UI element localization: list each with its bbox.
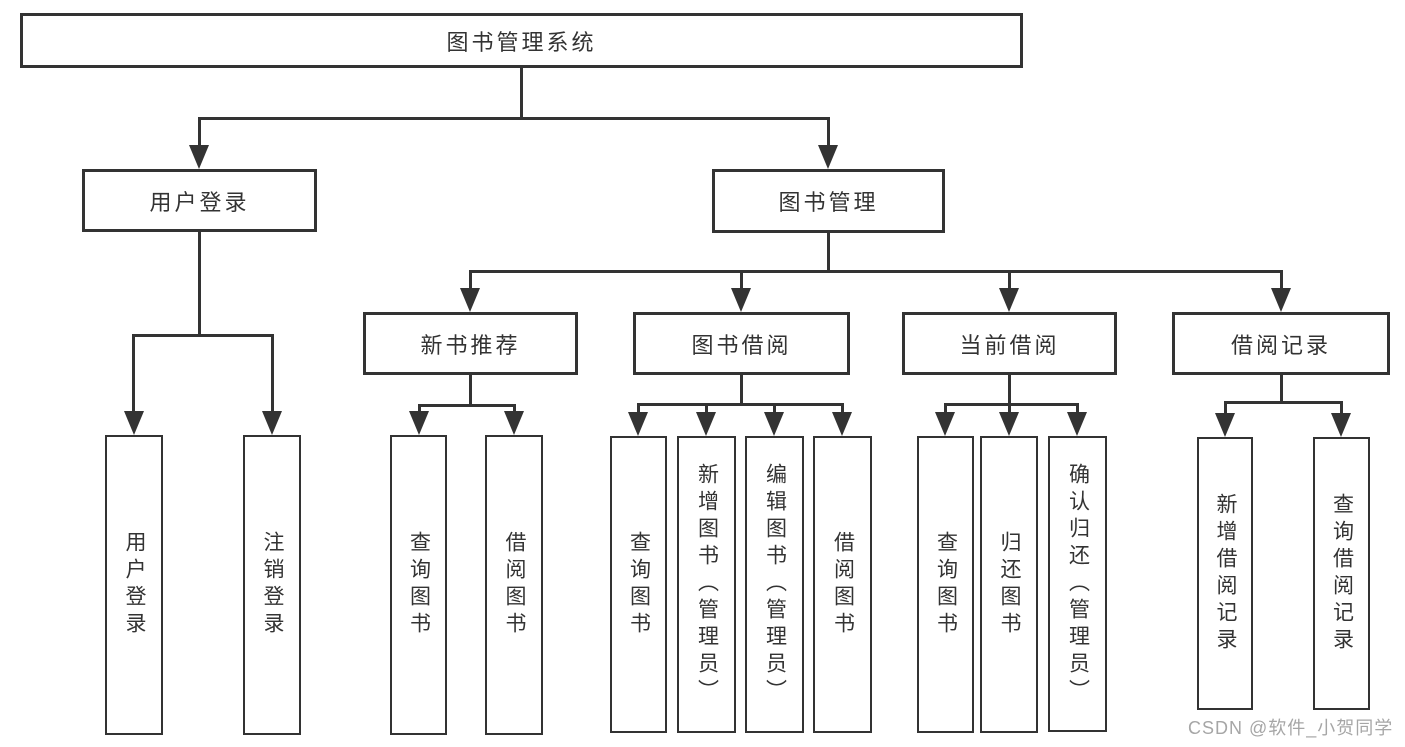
connector-line xyxy=(637,403,844,406)
leaf-user-login-label: 用户登录 xyxy=(123,531,146,639)
leaf-return-book: 归还图书 xyxy=(980,436,1038,733)
leaf-logout: 注销登录 xyxy=(243,435,301,735)
connector-line xyxy=(841,403,844,414)
node-new-books-label: 新书推荐 xyxy=(420,332,521,358)
arrow-down-icon xyxy=(1271,288,1291,312)
node-borrow-records: 借阅记录 xyxy=(1172,312,1390,375)
arrow-down-icon xyxy=(1067,412,1087,436)
node-book-mgmt: 图书管理 xyxy=(712,169,945,233)
node-book-mgmt-label: 图书管理 xyxy=(778,190,879,215)
leaf-edit-book-admin-label: 编辑图书（管理员） xyxy=(763,463,787,706)
leaf-query-books-current: 查询图书 xyxy=(917,436,974,733)
connector-line xyxy=(198,117,201,148)
leaf-logout-label: 注销登录 xyxy=(261,531,284,639)
arrow-down-icon xyxy=(818,145,838,169)
connector-line xyxy=(1340,401,1343,414)
node-book-borrowing: 图书借阅 xyxy=(633,312,850,375)
leaf-edit-book-admin: 编辑图书（管理员） xyxy=(745,436,804,733)
connector-line xyxy=(1008,375,1011,406)
connector-line xyxy=(1224,401,1227,414)
connector-line xyxy=(944,403,1079,406)
connector-line xyxy=(637,403,640,414)
arrow-down-icon xyxy=(935,412,955,436)
connector-line xyxy=(1076,403,1079,414)
arrow-down-icon xyxy=(409,411,429,435)
leaf-add-book-admin-label: 新增图书（管理员） xyxy=(695,463,719,706)
node-user-login: 用户登录 xyxy=(82,169,317,232)
connector-line xyxy=(1280,270,1283,291)
leaf-add-borrow-record: 新增借阅记录 xyxy=(1197,437,1253,710)
node-new-books: 新书推荐 xyxy=(363,312,578,375)
arrow-down-icon xyxy=(504,411,524,435)
arrow-down-icon xyxy=(696,412,716,436)
leaf-add-borrow-record-label: 新增借阅记录 xyxy=(1214,492,1237,655)
connector-line xyxy=(705,403,708,414)
node-current-borrowing-label: 当前借阅 xyxy=(959,332,1060,358)
connector-line xyxy=(520,68,523,120)
connector-line xyxy=(198,232,201,337)
node-root-label: 图书管理系统 xyxy=(446,29,597,55)
connector-line xyxy=(513,404,516,414)
leaf-query-books-borrowing: 查询图书 xyxy=(610,436,667,733)
leaf-borrow-books-borrowing-label: 借阅图书 xyxy=(831,530,855,639)
connector-line xyxy=(827,117,830,148)
node-book-borrowing-label: 图书借阅 xyxy=(691,332,792,358)
node-borrow-records-label: 借阅记录 xyxy=(1230,332,1331,358)
node-root: 图书管理系统 xyxy=(20,13,1023,68)
connector-line xyxy=(469,375,472,407)
arrow-down-icon xyxy=(189,145,209,169)
arrow-down-icon xyxy=(262,411,282,435)
watermark: CSDN @软件_小贺同学 xyxy=(1188,718,1394,738)
connector-line xyxy=(198,117,830,120)
connector-line xyxy=(418,404,516,407)
connector-line xyxy=(1008,270,1011,291)
leaf-confirm-return-admin: 确认归还（管理员） xyxy=(1048,436,1107,732)
leaf-query-books-borrowing-label: 查询图书 xyxy=(627,530,651,639)
connector-line xyxy=(418,404,421,414)
connector-line xyxy=(132,334,274,337)
arrow-down-icon xyxy=(999,412,1019,436)
arrow-down-icon xyxy=(832,412,852,436)
arrow-down-icon xyxy=(999,288,1019,312)
arrow-down-icon xyxy=(1331,413,1351,437)
arrow-down-icon xyxy=(764,412,784,436)
connector-line xyxy=(1008,403,1011,414)
connector-line xyxy=(469,270,472,291)
connector-line xyxy=(469,270,1282,273)
arrow-down-icon xyxy=(1215,413,1235,437)
connector-line xyxy=(740,270,743,291)
node-current-borrowing: 当前借阅 xyxy=(902,312,1117,375)
arrow-down-icon xyxy=(628,412,648,436)
connector-line xyxy=(773,403,776,414)
connector-line xyxy=(132,334,135,413)
connector-line xyxy=(944,403,947,414)
leaf-query-books-new: 查询图书 xyxy=(390,435,447,735)
arrow-down-icon xyxy=(460,288,480,312)
connector-line xyxy=(740,375,743,406)
connector-line xyxy=(827,233,830,273)
leaf-borrow-books-borrowing: 借阅图书 xyxy=(813,436,872,733)
arrow-down-icon xyxy=(731,288,751,312)
leaf-query-borrow-record-label: 查询借阅记录 xyxy=(1330,492,1354,655)
leaf-borrow-books-new-label: 借阅图书 xyxy=(503,531,526,639)
leaf-confirm-return-admin-label: 确认归还（管理员） xyxy=(1066,462,1090,706)
leaf-query-books-current-label: 查询图书 xyxy=(934,530,958,639)
node-user-login-label: 用户登录 xyxy=(149,189,250,215)
leaf-add-book-admin: 新增图书（管理员） xyxy=(677,436,736,733)
leaf-user-login: 用户登录 xyxy=(105,435,163,735)
leaf-borrow-books-new: 借阅图书 xyxy=(485,435,543,735)
arrow-down-icon xyxy=(124,411,144,435)
leaf-query-borrow-record: 查询借阅记录 xyxy=(1313,437,1370,710)
leaf-return-book-label: 归还图书 xyxy=(998,530,1021,639)
leaf-query-books-new-label: 查询图书 xyxy=(407,531,431,639)
connector-line xyxy=(1280,375,1283,404)
connector-line xyxy=(271,334,274,413)
connector-line xyxy=(1224,401,1343,404)
